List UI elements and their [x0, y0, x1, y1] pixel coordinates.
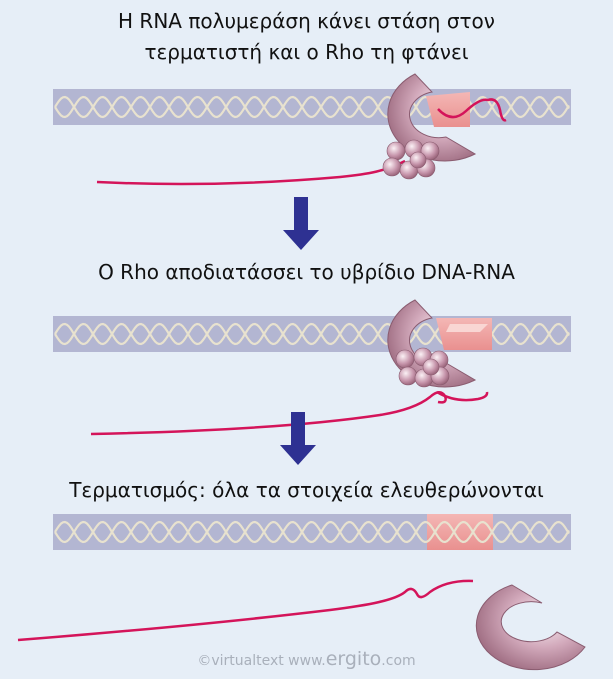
rho-factor-1: [382, 139, 440, 180]
credit-suffix: .com: [381, 653, 416, 669]
step1-group: [53, 73, 571, 186]
down-arrow-icon: [280, 412, 316, 465]
step2-caption: Ο Rho αποδιατάσσει το υβρίδιο DNA-RNA: [98, 260, 515, 284]
dna-helix-3: [54, 520, 570, 544]
released-rna-3: [17, 579, 474, 642]
rna-transcript-1: [96, 159, 406, 186]
step1-caption-line1: Η RNA πολυμεράση κάνει στάση στον: [118, 9, 495, 33]
rho-subunit: [386, 141, 406, 161]
rho-subunit: [395, 349, 415, 369]
released-polymerase-3: [475, 584, 586, 671]
rna-hybrid-1: [437, 98, 507, 122]
dna-helix-1: [54, 95, 570, 119]
terminator-region-2: [436, 318, 492, 350]
credit-prefix: ©virtualtext www.: [197, 653, 326, 669]
rho-subunit: [382, 157, 402, 177]
dna-duplex-1: [53, 89, 571, 125]
rna-released-end-2: [436, 390, 489, 402]
step2-group: [53, 299, 571, 436]
step3-group: [17, 514, 586, 671]
credit-brand: ergito: [325, 648, 382, 670]
step1-caption: Η RNA πολυμεράση κάνει στάση στον τερματ…: [0, 6, 613, 68]
terminator-region-3: [427, 514, 493, 550]
terminator-region-1: [426, 92, 470, 127]
step3-caption: Τερματισμός: όλα τα στοιχεία ελευθερώνον…: [69, 478, 544, 502]
step1-caption-line2: τερματιστή και ο Rho τη φτάνει: [144, 40, 469, 64]
unwound-hybrid-2: [446, 324, 488, 332]
rho-subunit: [398, 366, 418, 386]
rho-subunit: [422, 358, 440, 376]
rna-polymerase-1: [387, 73, 477, 162]
credit-line: ©virtualtext www.ergito.com: [0, 648, 613, 670]
rho-factor-2: [395, 347, 450, 388]
down-arrow-icon: [283, 197, 319, 250]
rho-subunit: [409, 151, 427, 169]
rna-transcript-2: [90, 391, 447, 436]
